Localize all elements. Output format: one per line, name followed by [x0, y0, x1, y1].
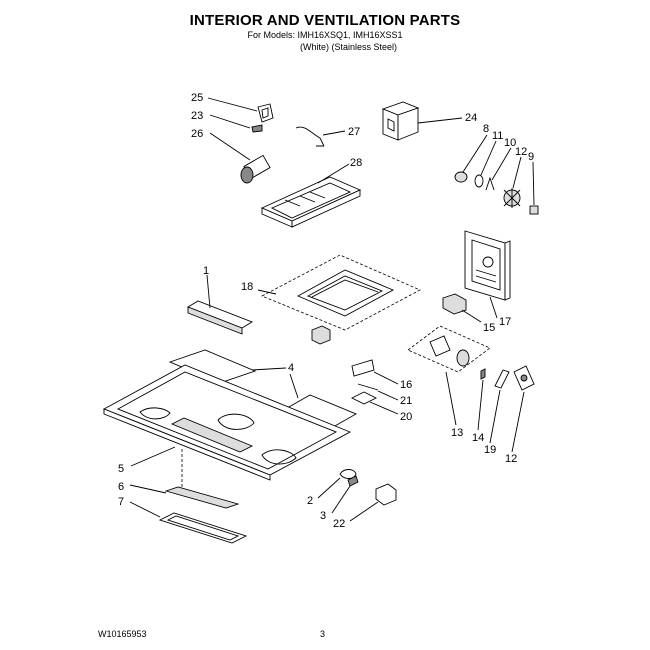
- callout-label: 13: [451, 427, 463, 439]
- part-25-bracket: [257, 103, 274, 123]
- part-1-vent-strip: [186, 300, 254, 335]
- callout-label: 24: [465, 112, 477, 124]
- part-22-thermostat: [375, 483, 397, 506]
- model-finish: (White) (Stainless Steel): [300, 42, 398, 52]
- callout-label: 19: [484, 444, 496, 456]
- callout-label: 12: [515, 146, 527, 158]
- part-18-group: [261, 254, 421, 345]
- part-5-bottom-plate: [102, 364, 352, 481]
- page-title: INTERIOR AND VENTILATION PARTS: [189, 12, 461, 29]
- part-11: [474, 174, 484, 188]
- part-9: [529, 205, 539, 215]
- callout-label: 22: [333, 518, 345, 530]
- part-8: [454, 171, 468, 183]
- callout-label: 5: [118, 463, 124, 475]
- part-23-screw: [251, 124, 263, 133]
- part-28-plate: [260, 176, 362, 228]
- callout-label: 11: [492, 130, 503, 142]
- callout-label: 2: [307, 495, 313, 507]
- callout-label: 26: [191, 128, 203, 140]
- part-24-transformer: [381, 101, 420, 141]
- part-7-filter-frame: [158, 512, 248, 544]
- callout-label: 1: [203, 265, 209, 277]
- part-3: [347, 475, 359, 487]
- callout-label: 15: [483, 322, 495, 334]
- part-16: [351, 359, 375, 377]
- part-14: [480, 368, 486, 380]
- callout-label: 28: [350, 157, 362, 169]
- part-12-fan: [503, 188, 521, 208]
- callout-label: 21: [400, 395, 412, 407]
- part-13-group: [407, 325, 491, 373]
- callout-label: 9: [528, 151, 534, 163]
- callout-label: 23: [191, 110, 203, 122]
- callout-label: 6: [118, 481, 124, 493]
- callout-label: 14: [472, 432, 484, 444]
- callout-label: 25: [191, 92, 203, 104]
- part-19: [494, 369, 510, 389]
- part-17-control-board: [464, 230, 511, 301]
- part-2: [339, 469, 357, 479]
- callout-label: 10: [504, 137, 516, 149]
- callout-labels: 25 23 26 27 28 24 8 11 10 12 9 1 18 17 1…: [118, 92, 534, 530]
- callout-label: 20: [400, 411, 412, 423]
- part-10: [485, 176, 495, 191]
- page-number: 3: [320, 629, 326, 639]
- callout-label: 8: [483, 123, 489, 135]
- part-12-switch: [513, 365, 535, 391]
- callout-label: 17: [499, 316, 511, 328]
- part-27-wire: [295, 126, 325, 147]
- callout-label: 7: [118, 496, 124, 508]
- part-26-lamp: [240, 154, 271, 184]
- callout-label: 18: [241, 281, 253, 293]
- part-15: [442, 293, 467, 315]
- part-20: [350, 391, 378, 405]
- callout-label: 27: [348, 126, 360, 138]
- model-numbers: For Models: IMH16XSQ1, IMH16XSS1: [247, 30, 403, 40]
- part-21: [357, 383, 379, 391]
- part-6-filter: [164, 486, 240, 509]
- callout-label: 16: [400, 379, 412, 391]
- document-number: W10165953: [98, 629, 147, 639]
- callout-label: 12: [505, 453, 517, 465]
- callout-label: 4: [288, 362, 294, 374]
- callout-label: 3: [320, 510, 326, 522]
